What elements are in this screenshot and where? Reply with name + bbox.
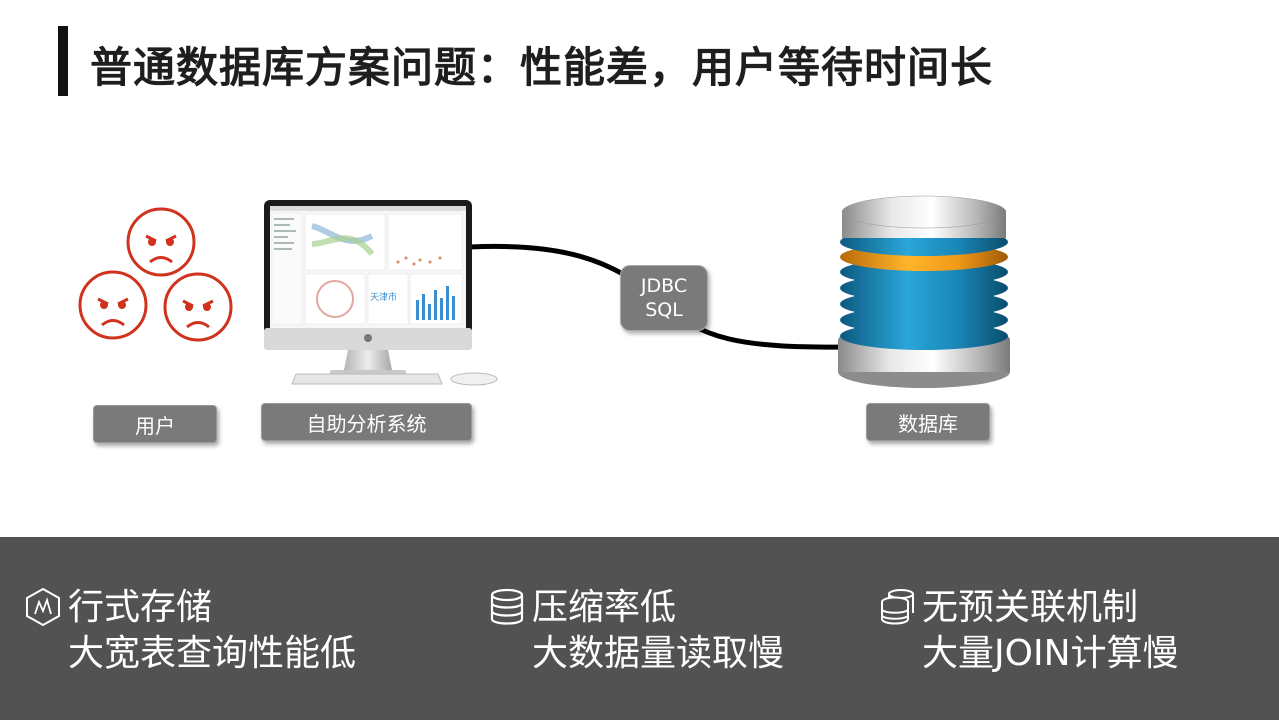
connector-label: JDBC SQL (620, 265, 708, 331)
wordcloud-text: 天津市 (370, 291, 397, 303)
connector-protocol-text: JDBC (640, 275, 688, 297)
database-label: 数据库 (866, 403, 990, 441)
user-label: 用户 (93, 405, 217, 443)
system-label: 自助分析系统 (261, 403, 472, 441)
feature-detail: 大量JOIN计算慢 (922, 633, 1179, 674)
connector-query-text: SQL (645, 299, 683, 321)
database-stack-icon (881, 589, 914, 625)
angry-face-icon (163, 272, 233, 342)
feature-item: 行式存储 大宽表查询性能低 (26, 585, 357, 677)
monitor-icon: 天津市 (264, 200, 472, 374)
title-accent-bar (58, 26, 68, 96)
angry-face-icon (78, 270, 148, 340)
feature-title: 压缩率低 (532, 587, 677, 628)
database-icon (490, 588, 524, 625)
mouse-icon (450, 372, 498, 386)
feature-title: 行式存储 (68, 587, 213, 628)
feature-item: 压缩率低 大数据量读取慢 (490, 585, 785, 677)
feature-title: 无预关联机制 (922, 587, 1139, 628)
angry-face-icon (126, 207, 196, 277)
page-title: 普通数据库方案问题：性能差，用户等待时间长 (90, 43, 994, 92)
problems-panel: 行式存储 大宽表查询性能低 压缩率低 大数据量读取慢 无预关联机制 大量JOIN… (0, 537, 1279, 720)
database-icon (838, 195, 1010, 388)
keyboard-icon (291, 373, 443, 385)
hexagon-chart-icon (26, 587, 60, 627)
feature-detail: 大宽表查询性能低 (68, 633, 357, 674)
architecture-diagram: 天津市 (78, 195, 1010, 388)
feature-item: 无预关联机制 大量JOIN计算慢 (881, 585, 1179, 677)
feature-detail: 大数据量读取慢 (532, 633, 785, 674)
